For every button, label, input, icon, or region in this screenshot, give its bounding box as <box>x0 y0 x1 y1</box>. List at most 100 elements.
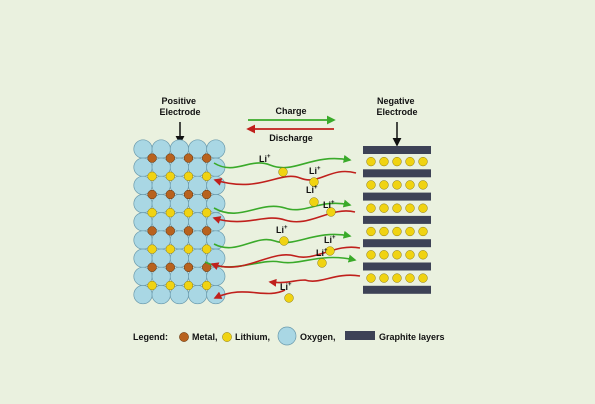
legend-lithium-icon <box>222 332 232 342</box>
positive-electrode-label-line2: Electrode <box>159 107 200 117</box>
lithium-atom <box>379 203 389 213</box>
charge-flow-arrow <box>213 199 352 214</box>
lithium-ion-symbol: Li <box>309 166 317 176</box>
lithium-atom <box>379 226 389 237</box>
discharge-flow-arrow <box>213 170 357 186</box>
lithium-atom <box>147 171 157 181</box>
lithium-atom <box>379 250 389 260</box>
lithium-atom <box>366 156 376 167</box>
lithium-ion-charge: + <box>317 166 321 172</box>
lithium-ion-label: Li+ <box>323 200 335 210</box>
lithium-atom <box>366 226 376 237</box>
lithium-ion-charge: + <box>284 225 288 231</box>
lithium-atom <box>147 280 157 291</box>
negative-electrode-label-line2: Electrode <box>376 107 417 117</box>
graphite-layer <box>363 215 431 224</box>
lithium-ion-symbol: Li <box>280 282 288 292</box>
lithium-ion-charge: + <box>324 248 328 254</box>
metal-atom <box>165 262 175 272</box>
discharge-label: Discharge <box>269 133 313 143</box>
lithium-atom <box>379 180 389 190</box>
lithium-ion <box>309 177 319 187</box>
lithium-ion-charge: + <box>331 200 335 206</box>
legend-metal-icon <box>179 332 189 342</box>
legend-title: Legend: <box>133 332 168 342</box>
lithium-ion <box>326 207 336 217</box>
lithium-ion-label: Li+ <box>259 154 271 164</box>
lithium-atom <box>418 156 428 167</box>
lithium-atom <box>183 244 194 254</box>
lithium-atom <box>165 244 175 254</box>
lithium-atom <box>392 250 402 260</box>
charge-label: Charge <box>275 106 306 116</box>
lithium-atom <box>202 171 212 181</box>
metal-atom <box>147 226 157 236</box>
lithium-ion-label: Li+ <box>316 248 328 258</box>
lithium-ion-symbol: Li <box>276 225 284 235</box>
lithium-atom <box>366 203 376 213</box>
lithium-atom <box>379 273 389 283</box>
lithium-atom <box>418 250 428 260</box>
lithium-atom <box>379 156 389 167</box>
lithium-ion <box>309 197 319 207</box>
lithium-atom <box>418 180 428 190</box>
lithium-atom <box>366 273 376 283</box>
lithium-atom <box>418 273 428 283</box>
lithium-ion <box>284 293 294 303</box>
lithium-ion-symbol: Li <box>324 235 332 245</box>
metal-atom <box>183 189 194 200</box>
negative-electrode-graphite <box>363 146 431 294</box>
metal-atom <box>147 189 157 200</box>
lithium-ion-charge: + <box>288 282 292 288</box>
lithium-atom <box>147 244 157 254</box>
lithium-ion-symbol: Li <box>259 154 267 164</box>
graphite-layer <box>363 285 431 294</box>
lithium-atom <box>183 280 194 291</box>
lithium-ion <box>325 246 335 256</box>
lithium-atom <box>183 208 194 218</box>
charge-flow-arrow <box>213 154 352 169</box>
lithium-ion-charge: + <box>332 235 336 241</box>
legend: Legend: Metal, Lithium, Oxygen, Graphite… <box>133 326 445 346</box>
lithium-atom <box>405 273 415 283</box>
discharge-flow-arrow <box>213 289 286 299</box>
metal-atom <box>147 262 157 272</box>
lithium-ion-label: Li+ <box>306 185 318 195</box>
lithium-atom <box>183 171 194 181</box>
lithium-atom <box>392 156 402 167</box>
lithium-atom <box>392 273 402 283</box>
positive-electrode-lattice <box>133 139 226 305</box>
lithium-atom <box>366 180 376 190</box>
metal-atom <box>202 153 212 163</box>
metal-atom <box>202 189 212 200</box>
legend-metal-label: Metal, <box>192 332 218 342</box>
lithium-ion-symbol: Li <box>306 185 314 195</box>
charge-flow-arrow <box>204 254 357 268</box>
legend-oxygen-label: Oxygen, <box>300 332 336 342</box>
legend-lithium-label: Lithium, <box>235 332 270 342</box>
graphite-layer <box>363 262 431 271</box>
lithium-atom <box>165 208 175 218</box>
metal-atom <box>183 226 194 236</box>
lithium-atom <box>418 226 428 237</box>
lithium-atom <box>366 250 376 260</box>
lithium-ion-label: Li+ <box>280 282 292 292</box>
lithium-atom <box>405 203 415 213</box>
lithium-atom <box>392 180 402 190</box>
lithium-atom <box>202 208 212 218</box>
legend-graphite-icon <box>345 331 375 340</box>
lithium-atom <box>405 156 415 167</box>
legend-graphite-label: Graphite layers <box>379 332 445 342</box>
charge-flow-arrow <box>213 230 352 249</box>
lithium-ion-label: Li+ <box>309 166 321 176</box>
negative-electrode-label-line1: Negative <box>377 96 415 106</box>
metal-atom <box>165 226 175 236</box>
metal-atom <box>183 153 194 163</box>
graphite-layer <box>363 146 431 154</box>
lithium-ion-symbol: Li <box>316 248 324 258</box>
negative-electrode-label: Negative Electrode <box>376 96 417 117</box>
lithium-atom <box>392 203 402 213</box>
positive-electrode-label-line1: Positive <box>161 96 196 106</box>
lithium-ion-label: Li+ <box>324 235 336 245</box>
